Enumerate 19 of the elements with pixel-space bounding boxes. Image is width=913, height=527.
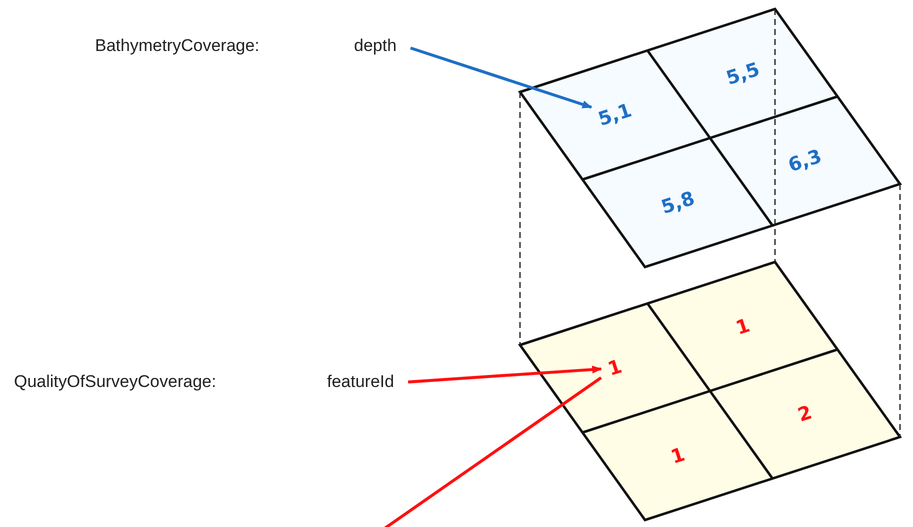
cell-value: 5,1 [593,98,637,132]
cell-value: 2 [793,400,817,428]
coverage-name: BathymetryCoverage: [95,36,260,56]
cell-value: 1 [666,441,690,470]
grid-plane [518,8,902,268]
cell-value: 5,8 [656,185,700,220]
projection-line [519,92,521,345]
projection-line [899,184,901,437]
cell-value: 1 [603,354,627,382]
arrow [410,46,592,109]
cell-value: 6,3 [783,144,827,178]
coverage-name: QualityOfSurveyCoverage: [14,372,216,392]
projection-line [774,9,776,262]
cell-value: 5,5 [720,56,764,91]
arrow [408,366,602,384]
grid-plane [518,260,902,522]
attribute-name: featureId [327,372,394,392]
cell-value: 1 [730,312,754,341]
attribute-name: depth [354,36,397,56]
